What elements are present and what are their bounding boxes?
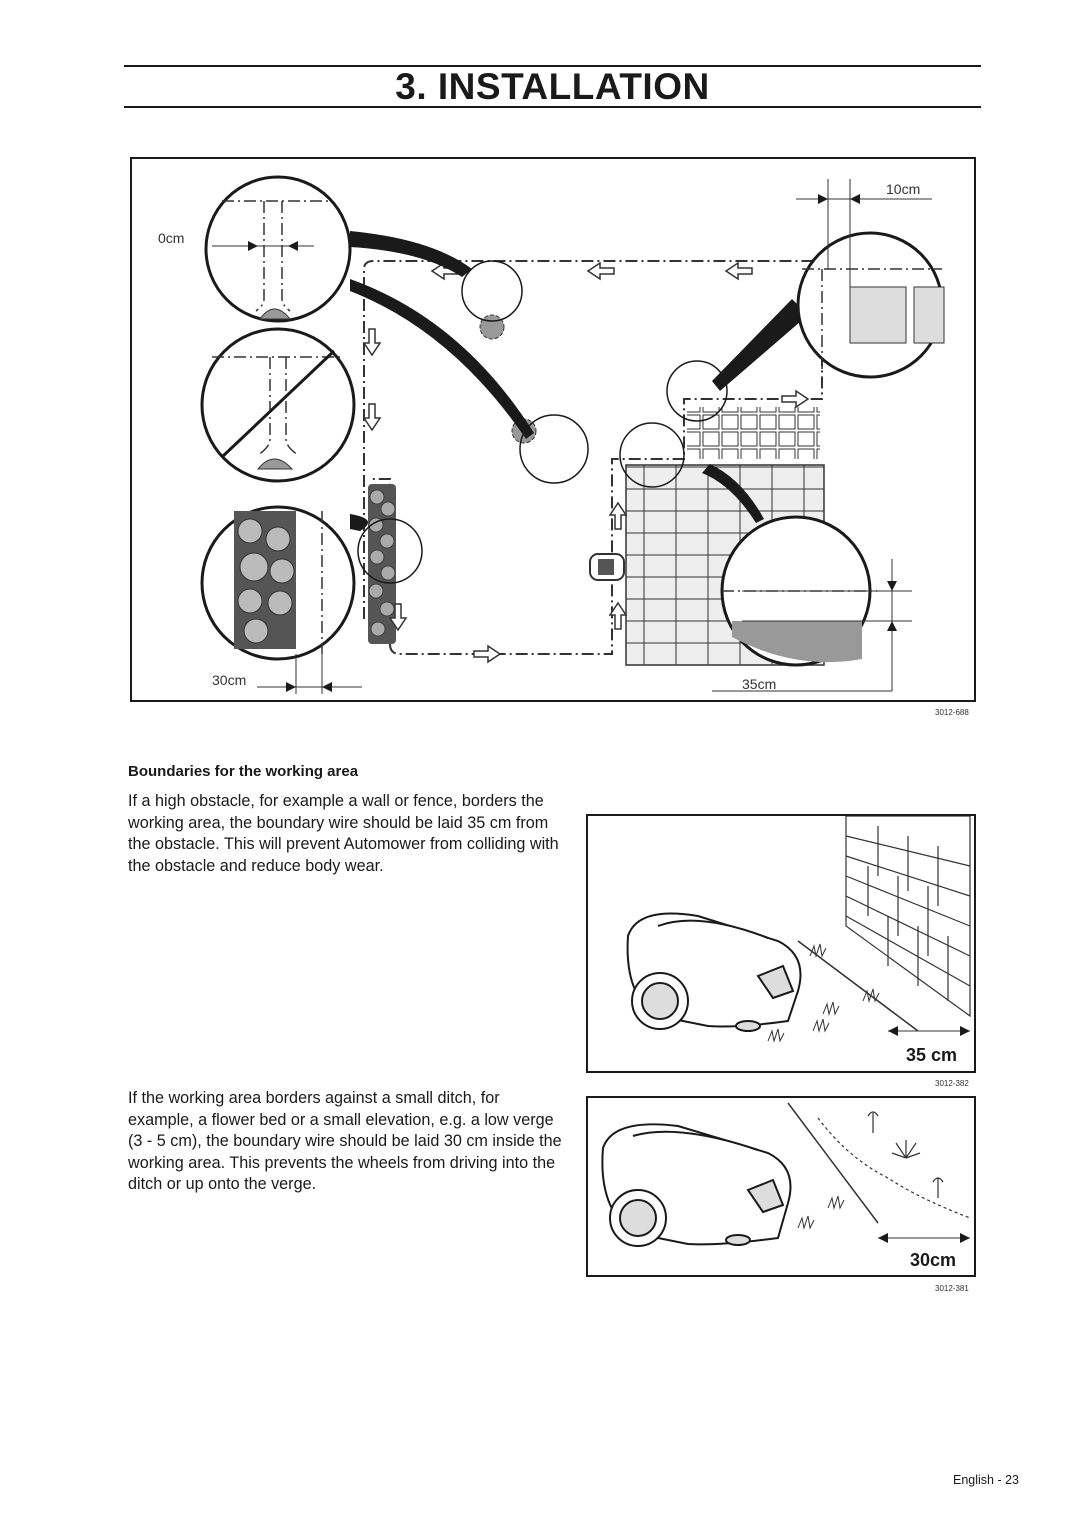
- label-35-cm: 35 cm: [906, 1045, 957, 1065]
- label-35cm: 35cm: [742, 676, 776, 692]
- label-0cm: 0cm: [158, 230, 184, 246]
- paragraph-ditch: If the working area borders against a sm…: [128, 1089, 562, 1193]
- zoom-hedge: [200, 505, 356, 661]
- label-30cm: 30cm: [212, 672, 246, 688]
- label-30cm-ditch: 30cm: [910, 1250, 956, 1270]
- label-10cm: 10cm: [886, 181, 920, 197]
- rock-top: [479, 314, 505, 340]
- robot-mower-2: [601, 1123, 792, 1247]
- zoom-edge: [712, 515, 912, 692]
- page-title: 3. INSTALLATION: [395, 66, 710, 107]
- grass-tufts: [767, 943, 880, 1043]
- boundary-layout-figure: 0cm 10cm 30cm 35cm: [130, 157, 976, 702]
- ditch-distance-figure: 30cm: [586, 1096, 976, 1277]
- robot-mower: [626, 912, 802, 1032]
- ditch-distance-diagram: 30cm: [601, 1102, 971, 1270]
- zoom-corner-wrong: [200, 327, 356, 483]
- zoom-corner-correct: [204, 175, 352, 323]
- header-rule-bottom: [124, 106, 981, 108]
- zoom-wall: [796, 179, 945, 379]
- wall-distance-figure: 35 cm: [586, 814, 976, 1073]
- figure-code-ditch: 3012-381: [935, 1284, 969, 1293]
- brick-wall: [845, 815, 971, 1018]
- figure-code-wall: 3012-382: [935, 1079, 969, 1088]
- wall-distance-diagram: 35 cm: [626, 815, 971, 1065]
- section-heading: Boundaries for the working area: [128, 763, 359, 780]
- header-rule-top: [124, 65, 981, 67]
- paragraph-wall: If a high obstacle, for example a wall o…: [128, 792, 559, 875]
- small-tiles: [687, 407, 820, 459]
- boundary-layout-diagram: 0cm 10cm 30cm 35cm: [158, 175, 945, 694]
- page-footer: English - 23: [952, 1473, 1019, 1487]
- flowers: [867, 1111, 944, 1198]
- figure-code-main: 3012-688: [935, 708, 969, 717]
